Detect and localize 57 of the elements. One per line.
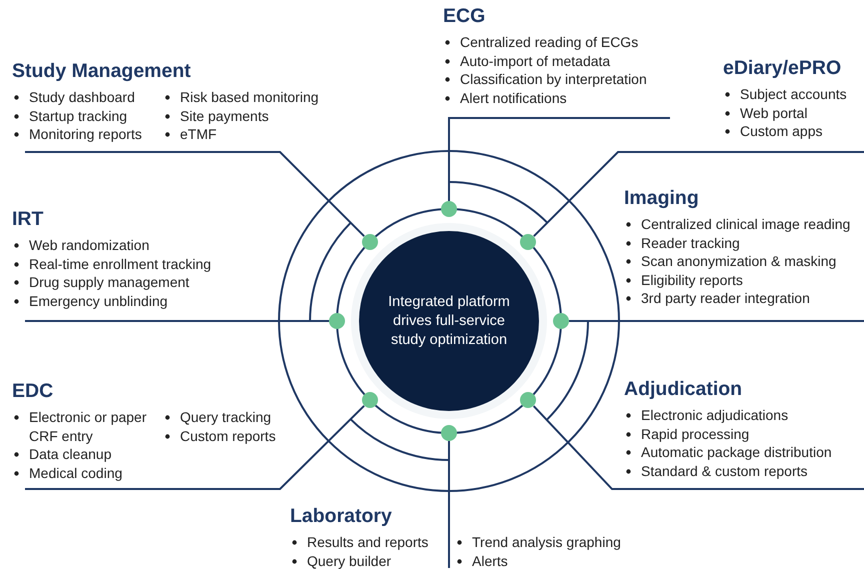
bullet-text: Trend analysis graphing [472,533,622,552]
bullet-text: Risk based monitoring [180,88,320,106]
bullet-text: Alerts [472,552,509,569]
bullet-text: Study dashboard [29,88,136,106]
bullet-text: Auto-import of metadata [460,52,612,70]
bullet-text: Eligibility reports [641,270,744,289]
bullet-text: Web randomization [29,236,150,254]
bullet-text: Drug supply management [29,273,190,292]
center-text: Integrated platform drives full-service study optimization [387,292,511,350]
connector-line [25,151,365,237]
connector-line [448,117,670,201]
bullet-text: Rapid processing [641,424,750,443]
bullet-text: Classification by interpretation [460,70,648,88]
bullet-text: Real-time enrollment tracking [29,254,212,273]
bullet-text: Scan anonymization & masking [641,252,838,270]
connector-line [532,405,864,490]
bullet-text: Subject accounts [740,85,848,104]
bullet-text: Medical coding [29,464,124,482]
bullet-text: Electronic adjudications [641,406,790,424]
connector-line [25,405,365,490]
section-heading: Adjudication [624,377,742,402]
junction-dot [329,313,345,329]
bullet-text: Custom reports [180,426,277,445]
section-heading: eDiary/ePRO [723,56,842,81]
junction-dot [553,313,569,329]
bullet-text: Alert notifications [460,88,568,107]
junction-dot [441,201,457,217]
junction-dot [441,425,457,441]
bullet-text: Startup tracking [29,106,128,125]
section-heading: ECG [443,4,486,29]
section-heading: Imaging [624,186,699,211]
section-heading: Study Management [12,59,191,84]
bullet-text: Data cleanup [29,445,113,464]
bullet-text: Emergency unblinding [29,292,169,310]
section-heading: Laboratory [290,504,392,529]
connector-line [25,320,329,322]
center-circle [359,231,539,411]
bullet-text: eTMF [180,125,218,144]
bullet-text: Monitoring reports [29,125,143,144]
bullet-text: Centralized reading of ECGs [460,33,640,52]
bullet-text: Results and reports [307,533,430,552]
bullet-text: Site payments [180,106,270,125]
bullet-text: 3rd party reader integration [641,289,811,308]
bullet-text: Query tracking [180,408,272,426]
bullet-text: Standard & custom reports [641,462,809,480]
connector-line [569,320,864,322]
section-heading: IRT [12,207,44,232]
connector-line [533,151,864,237]
bullet-text: Centralized clinical image reading [641,215,852,234]
bullet-text: Automatic package distribution [641,443,833,462]
section-heading: EDC [12,379,54,404]
bullet-text: Web portal [740,104,808,122]
bullet-text: Query builder [307,552,392,569]
bullet-text: Custom apps [740,122,824,140]
bullet-text: Electronic or paper CRF entry [29,408,148,445]
bullet-text: Reader tracking [641,234,741,252]
connector-line [448,441,450,568]
